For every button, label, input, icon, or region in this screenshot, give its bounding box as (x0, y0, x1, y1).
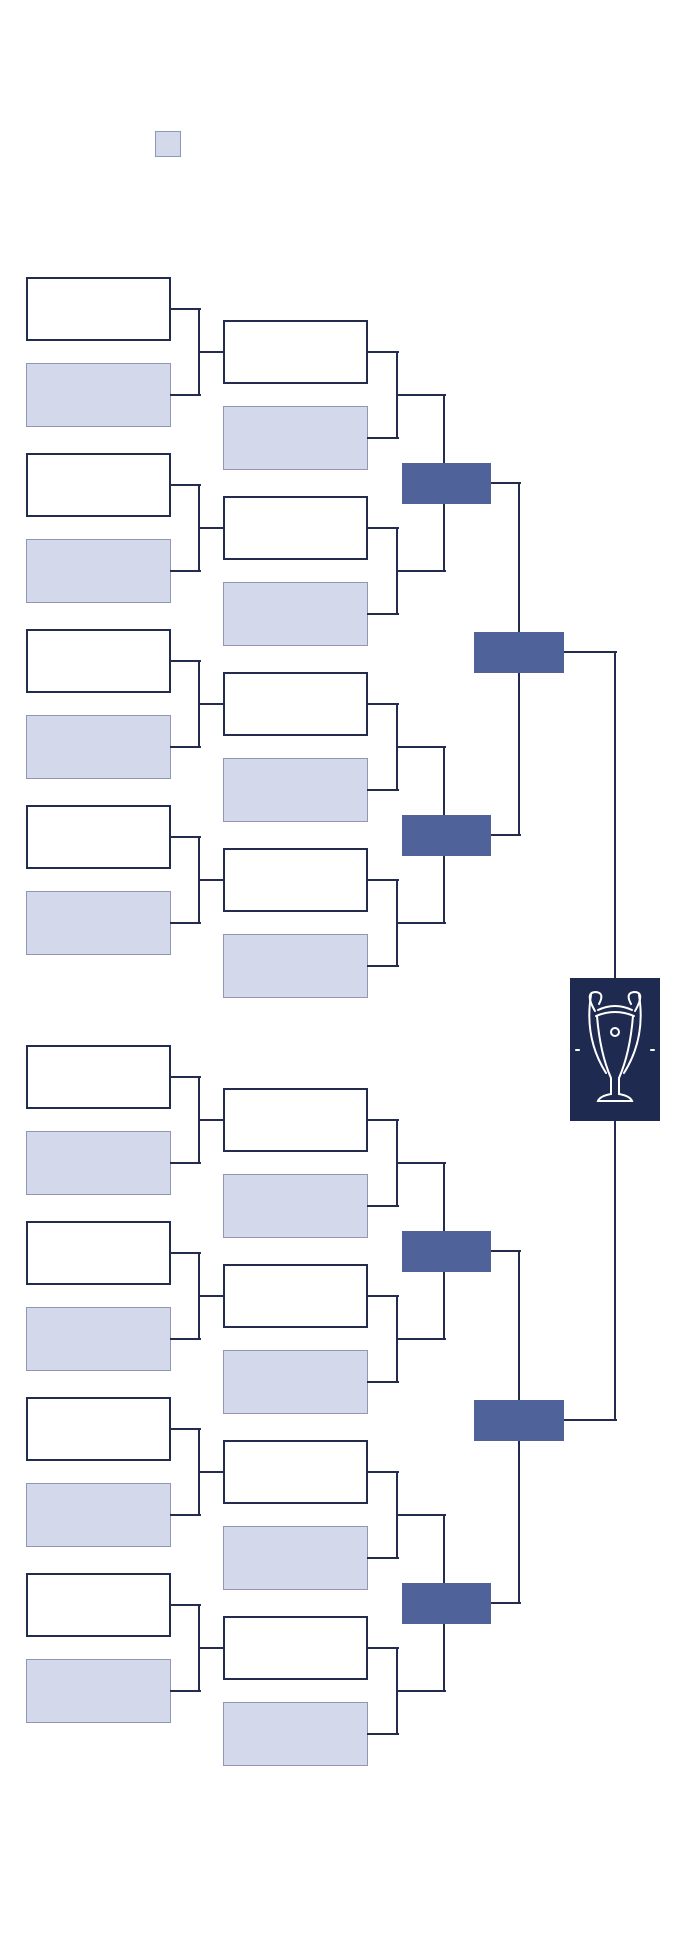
connector-line (397, 1162, 446, 1164)
connector-line (397, 1514, 446, 1516)
connector-line (199, 1295, 225, 1297)
round2-slot[interactable] (223, 1616, 368, 1680)
connector-line (397, 1338, 446, 1340)
connector-line (491, 482, 521, 484)
connector-line (170, 1514, 201, 1516)
connector-line (367, 527, 399, 529)
connector-line (564, 1419, 617, 1421)
connector-line (199, 703, 225, 705)
connector-line (170, 1162, 201, 1164)
connector-line (367, 1471, 399, 1473)
connector-line (367, 1381, 399, 1383)
trophy-box (570, 978, 660, 1121)
connector-line (170, 570, 201, 572)
round4-slot[interactable] (474, 632, 564, 673)
round3-slot[interactable] (402, 815, 491, 856)
connector-line (170, 1690, 201, 1692)
round4-slot[interactable] (474, 1400, 564, 1441)
round2-slot[interactable] (223, 848, 368, 912)
connector-line (367, 1295, 399, 1297)
round1-slot[interactable] (26, 1573, 171, 1637)
connector-line (491, 834, 521, 836)
connector-line (199, 351, 225, 353)
round1-slot[interactable] (26, 629, 171, 693)
round2-slot-highlighted[interactable] (223, 1702, 368, 1766)
connector-line (170, 746, 201, 748)
connector-line (170, 394, 201, 396)
round2-slot[interactable] (223, 1440, 368, 1504)
trophy-icon (575, 990, 655, 1102)
round1-slot-highlighted[interactable] (26, 1659, 171, 1723)
round1-slot[interactable] (26, 453, 171, 517)
connector-line (614, 652, 616, 978)
connector-line (199, 1647, 225, 1649)
round2-slot-highlighted[interactable] (223, 1350, 368, 1414)
connector-line (170, 660, 201, 662)
connector-line (367, 879, 399, 881)
connector-line (397, 394, 446, 396)
connector-line (367, 351, 399, 353)
round1-slot[interactable] (26, 1221, 171, 1285)
round1-slot[interactable] (26, 1397, 171, 1461)
round2-slot-highlighted[interactable] (223, 582, 368, 646)
connector-line (170, 1076, 201, 1078)
connector-line (397, 746, 446, 748)
connector-line (397, 570, 446, 572)
connector-line (170, 308, 201, 310)
round1-slot-highlighted[interactable] (26, 1483, 171, 1547)
round2-slot[interactable] (223, 1088, 368, 1152)
connector-line (614, 1121, 616, 1420)
round2-slot-highlighted[interactable] (223, 1174, 368, 1238)
round1-slot-highlighted[interactable] (26, 1307, 171, 1371)
round2-slot-highlighted[interactable] (223, 934, 368, 998)
round1-slot-highlighted[interactable] (26, 715, 171, 779)
connector-line (367, 1119, 399, 1121)
connector-line (367, 1647, 399, 1649)
connector-line (199, 879, 225, 881)
connector-line (397, 922, 446, 924)
connector-line (170, 1428, 201, 1430)
connector-line (367, 703, 399, 705)
round1-slot[interactable] (26, 1045, 171, 1109)
round2-slot-highlighted[interactable] (223, 758, 368, 822)
round3-slot[interactable] (402, 463, 491, 504)
round1-slot[interactable] (26, 805, 171, 869)
round1-slot-highlighted[interactable] (26, 363, 171, 427)
connector-line (170, 1604, 201, 1606)
connector-line (170, 836, 201, 838)
connector-line (367, 437, 399, 439)
round2-slot-highlighted[interactable] (223, 406, 368, 470)
round1-slot-highlighted[interactable] (26, 1131, 171, 1195)
legend-swatch (155, 131, 181, 157)
connector-line (367, 965, 399, 967)
connector-line (170, 484, 201, 486)
connector-line (367, 1205, 399, 1207)
connector-line (199, 1471, 225, 1473)
round1-slot-highlighted[interactable] (26, 539, 171, 603)
connector-line (367, 1733, 399, 1735)
connector-line (491, 1602, 521, 1604)
connector-line (199, 1119, 225, 1121)
connector-line (564, 651, 617, 653)
connector-line (170, 1338, 201, 1340)
connector-line (491, 1250, 521, 1252)
round1-slot-highlighted[interactable] (26, 891, 171, 955)
connector-line (367, 1557, 399, 1559)
round2-slot[interactable] (223, 320, 368, 384)
connector-line (367, 789, 399, 791)
round3-slot[interactable] (402, 1583, 491, 1624)
round2-slot[interactable] (223, 496, 368, 560)
round2-slot-highlighted[interactable] (223, 1526, 368, 1590)
connector-line (367, 613, 399, 615)
connector-line (397, 1690, 446, 1692)
connector-line (170, 1252, 201, 1254)
round2-slot[interactable] (223, 672, 368, 736)
round1-slot[interactable] (26, 277, 171, 341)
connector-line (199, 527, 225, 529)
connector-line (170, 922, 201, 924)
round2-slot[interactable] (223, 1264, 368, 1328)
round3-slot[interactable] (402, 1231, 491, 1272)
